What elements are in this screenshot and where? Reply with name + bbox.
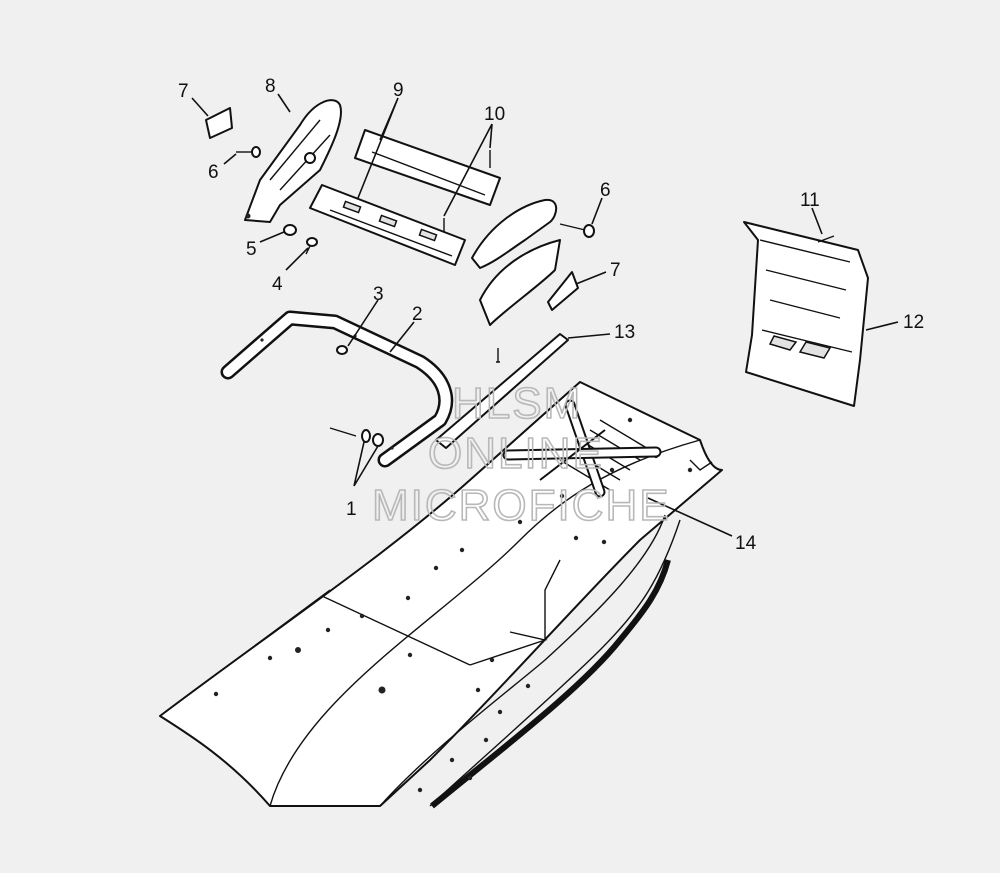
bolt-and-washers-1 <box>329 427 384 447</box>
callout-8: 8 <box>265 76 276 97</box>
callout-labels: 7 8 9 10 6 5 4 6 7 11 12 3 2 13 1 14 <box>178 76 924 554</box>
rail-13 <box>435 333 569 449</box>
screw-11 <box>817 235 835 243</box>
callout-10: 10 <box>484 104 505 125</box>
rivets-10 <box>443 150 491 232</box>
callout-11: 11 <box>800 190 820 211</box>
callout-6: 6 <box>208 162 219 183</box>
watermark: HLSM ONLINE MICROFICHE <box>371 378 671 531</box>
callout-1: 1 <box>346 499 357 520</box>
decal-7-right <box>547 271 579 311</box>
panel-holes <box>213 417 693 793</box>
callout-9: 9 <box>393 80 404 101</box>
screw-6-right <box>559 223 595 238</box>
tunnel-panel <box>159 381 723 809</box>
screw-4 <box>305 237 318 255</box>
callout-14: 14 <box>735 533 757 554</box>
callout-6: 6 <box>600 180 611 201</box>
decal-7-left <box>205 107 233 139</box>
snow-flap-12 <box>743 221 869 407</box>
right-bracket <box>471 198 561 326</box>
watermark-line-2: ONLINE <box>428 429 604 478</box>
callout-3: 3 <box>373 284 384 305</box>
grab-bar <box>220 310 454 468</box>
tunnel-brace <box>502 399 662 498</box>
callout-5: 5 <box>246 239 257 260</box>
watermark-line-3: MICROFICHE <box>372 481 671 530</box>
screw-6-left <box>236 146 261 158</box>
callout-12: 12 <box>903 312 924 333</box>
callout-7: 7 <box>178 81 189 102</box>
nut-3 <box>336 345 348 355</box>
leader-lines <box>191 93 899 537</box>
washer-5 <box>283 224 297 236</box>
callout-2: 2 <box>412 304 423 325</box>
left-bracket-8 <box>244 99 342 223</box>
callout-7: 7 <box>610 260 621 281</box>
channels-9 <box>309 129 501 266</box>
callout-13: 13 <box>614 322 635 343</box>
watermark-line-1: HLSM <box>452 379 582 428</box>
callout-4: 4 <box>272 274 283 295</box>
